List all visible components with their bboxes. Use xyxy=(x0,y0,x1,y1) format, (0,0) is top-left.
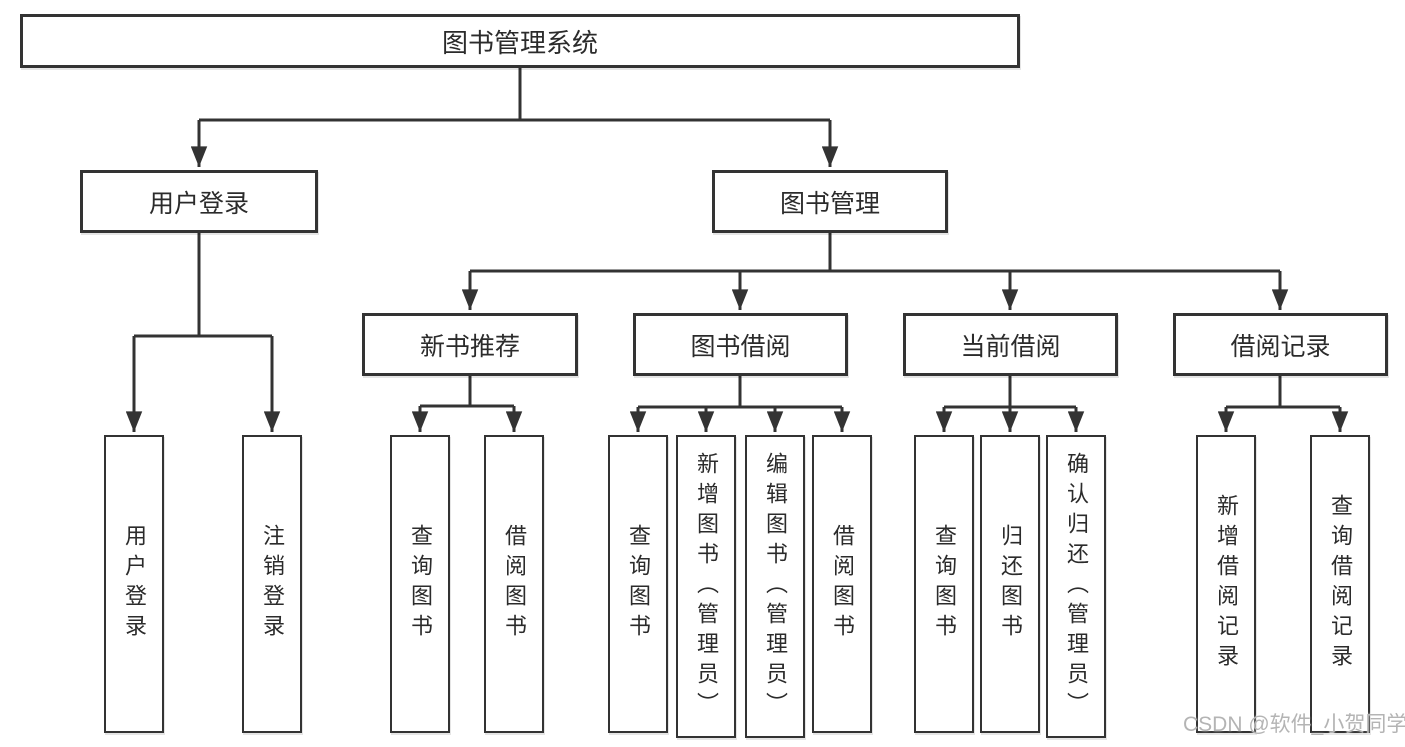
node-current-borrowing: 当前借阅 xyxy=(903,313,1118,376)
node-leaf-borrowing-query-books: 查询图书 xyxy=(608,435,668,733)
node-borrowing-records: 借阅记录 xyxy=(1173,313,1388,376)
csdn-watermark: CSDN @软件_小贺同学 xyxy=(1183,713,1405,736)
node-leaf-logout: 注销登录 xyxy=(242,435,302,733)
connector-segments xyxy=(134,68,1340,409)
node-label: 查询图书 xyxy=(408,524,433,644)
node-label: 确认归还（管理员） xyxy=(1064,451,1089,722)
node-book-borrowing: 图书借阅 xyxy=(633,313,848,376)
node-leaf-add-borrow-record: 新增借阅记录 xyxy=(1196,435,1256,733)
node-leaf-return-books: 归还图书 xyxy=(980,435,1040,733)
node-label: 新书推荐 xyxy=(419,332,520,361)
node-new-book-recommend: 新书推荐 xyxy=(362,313,578,376)
node-label: 借阅图书 xyxy=(830,524,855,644)
node-label: 注销登录 xyxy=(260,524,285,644)
node-leaf-confirm-return-admin: 确认归还（管理员） xyxy=(1046,435,1106,738)
node-label: 编辑图书（管理员） xyxy=(763,451,788,722)
node-leaf-borrowing-borrow-books: 借阅图书 xyxy=(812,435,872,733)
node-root: 图书管理系统 xyxy=(20,14,1020,68)
node-leaf-recommend-query-books: 查询图书 xyxy=(390,435,450,733)
node-label: 新增借阅记录 xyxy=(1214,494,1239,674)
node-book-management: 图书管理 xyxy=(712,170,948,233)
node-label: 查询图书 xyxy=(932,524,957,644)
node-label: 用户登录 xyxy=(148,189,249,218)
node-label: 借阅图书 xyxy=(502,524,527,644)
node-user-login: 用户登录 xyxy=(80,170,318,233)
node-label: 查询图书 xyxy=(626,524,651,644)
node-label: 借阅记录 xyxy=(1230,332,1331,361)
node-leaf-query-borrow-record: 查询借阅记录 xyxy=(1310,435,1370,733)
node-leaf-recommend-borrow-books: 借阅图书 xyxy=(484,435,544,733)
connector-arrows xyxy=(125,120,1349,432)
node-label: 当前借阅 xyxy=(960,332,1061,361)
node-root-label: 图书管理系统 xyxy=(441,27,598,58)
node-leaf-user-login: 用户登录 xyxy=(104,435,164,733)
node-leaf-edit-book-admin: 编辑图书（管理员） xyxy=(745,435,805,738)
node-label: 图书借阅 xyxy=(690,332,791,361)
node-label: 查询借阅记录 xyxy=(1328,494,1353,674)
node-label: 归还图书 xyxy=(998,524,1023,644)
node-leaf-add-book-admin: 新增图书（管理员） xyxy=(676,435,736,738)
node-label: 用户登录 xyxy=(122,524,147,644)
node-label: 图书管理 xyxy=(779,189,880,218)
node-leaf-current-query-books: 查询图书 xyxy=(914,435,974,733)
node-label: 新增图书（管理员） xyxy=(694,451,719,722)
